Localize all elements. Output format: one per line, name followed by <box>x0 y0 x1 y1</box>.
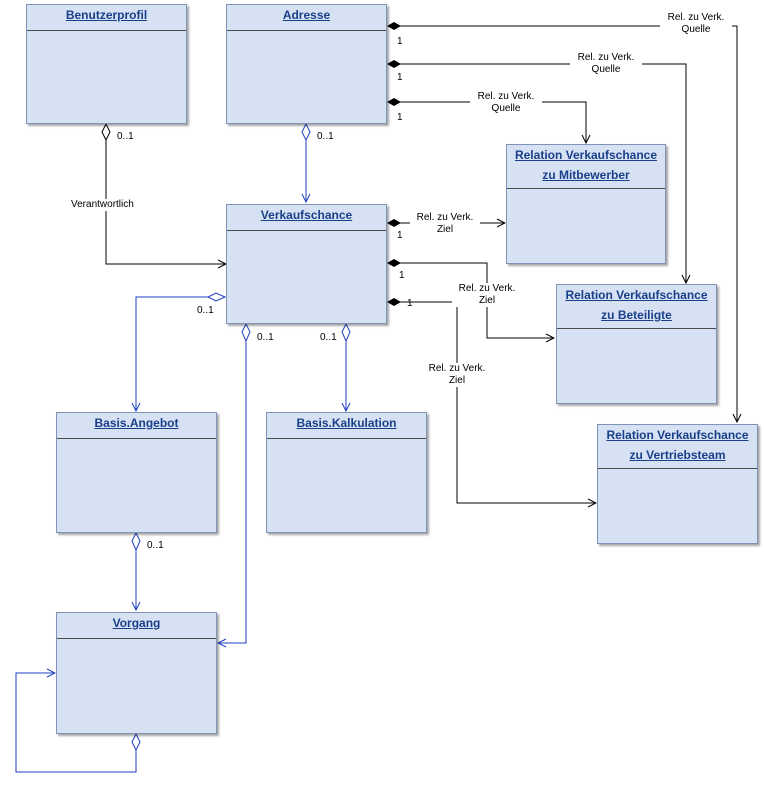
label-line: Ziel <box>478 295 496 306</box>
class-benutzerprofil[interactable]: Benutzerprofil <box>26 4 187 124</box>
class-title-line1: Relation Verkaufschance <box>606 428 749 442</box>
class-title: Basis.Kalkulation <box>296 416 397 430</box>
class-title-line1: Relation Verkaufschance <box>514 148 658 162</box>
multiplicity-zero-one: 0..1 <box>117 131 134 142</box>
class-header: Relation Verkaufschance zu Vertriebsteam <box>598 425 757 469</box>
connector-verkaufschance-vorgang <box>218 322 251 643</box>
aggregation-diamond-icon <box>131 531 141 552</box>
multiplicity-one: 1 <box>397 112 403 123</box>
connector-vorgang-self <box>15 673 141 773</box>
class-header: Relation Verkaufschance zu Beteiligte <box>557 285 716 329</box>
composition-diamond-icon <box>387 98 401 106</box>
label-quelle-beteiligte: Rel. zu Verk. Quelle <box>570 52 642 76</box>
connector-adresse-verkaufschance <box>301 122 311 202</box>
multiplicity-zero-one: 0..1 <box>197 305 214 316</box>
aggregation-diamond-icon <box>301 122 311 142</box>
label-line: Quelle <box>681 24 711 35</box>
class-header: Vorgang <box>57 613 216 639</box>
class-header: Adresse <box>227 5 386 31</box>
multiplicity-zero-one: 0..1 <box>257 332 274 343</box>
aggregation-diamond-icon <box>241 322 251 343</box>
composition-diamond-icon <box>387 259 401 267</box>
multiplicity-one: 1 <box>397 72 403 83</box>
multiplicity-one: 1 <box>397 230 403 241</box>
multiplicity-zero-one: 0..1 <box>317 131 334 142</box>
label-ziel-beteiligte: Rel. zu Verk. Ziel <box>452 283 522 307</box>
class-basis-kalkulation[interactable]: Basis.Kalkulation <box>266 412 427 533</box>
class-title-line2: zu Mitbewerber <box>542 168 630 182</box>
class-vorgang[interactable]: Vorgang <box>56 612 217 734</box>
aggregation-diamond-icon <box>206 292 227 302</box>
connector-verkaufschance-vertriebsteam <box>387 298 596 503</box>
class-title: Benutzerprofil <box>65 8 148 22</box>
class-header: Verkaufschance <box>227 205 386 231</box>
label-quelle-vertriebsteam: Rel. zu Verk. Quelle <box>660 12 732 36</box>
class-basis-angebot[interactable]: Basis.Angebot <box>56 412 217 533</box>
label-line: Quelle <box>591 64 621 75</box>
multiplicity-one: 1 <box>397 36 403 47</box>
label-line: Rel. zu Verk. <box>428 363 486 374</box>
connector-verkaufschance-kalkulation <box>341 322 351 411</box>
label-line: Ziel <box>448 375 466 386</box>
class-header: Benutzerprofil <box>27 5 186 31</box>
label-ziel-mitbewerber: Rel. zu Verk. Ziel <box>410 212 480 236</box>
class-relation-mitbewerber[interactable]: Relation Verkaufschance zu Mitbewerber <box>506 144 666 264</box>
connector-verkaufschance-angebot <box>136 292 227 411</box>
class-title: Adresse <box>282 8 331 22</box>
label-line: Rel. zu Verk. <box>577 52 635 63</box>
class-title: Basis.Angebot <box>94 416 179 430</box>
class-header: Relation Verkaufschance zu Mitbewerber <box>507 145 665 189</box>
class-relation-beteiligte[interactable]: Relation Verkaufschance zu Beteiligte <box>556 284 717 404</box>
composition-diamond-icon <box>387 298 401 306</box>
label-quelle-mitbewerber: Rel. zu Verk. Quelle <box>470 91 542 115</box>
label-line: Quelle <box>491 103 521 114</box>
class-title-line2: zu Beteiligte <box>601 308 672 322</box>
connector-angebot-vorgang <box>131 531 141 610</box>
class-title-line1: Relation Verkaufschance <box>565 288 708 302</box>
multiplicity-one: 1 <box>399 270 405 281</box>
class-verkaufschance[interactable]: Verkaufschance <box>226 204 387 324</box>
class-relation-vertriebsteam[interactable]: Relation Verkaufschance zu Vertriebsteam <box>597 424 758 544</box>
label-ziel-vertriebsteam: Rel. zu Verk. Ziel <box>422 363 492 387</box>
label-line: Rel. zu Verk. <box>458 283 516 294</box>
aggregation-diamond-icon <box>341 322 351 343</box>
composition-diamond-icon <box>387 22 401 30</box>
multiplicity-one: 1 <box>407 298 413 309</box>
connector-benutzerprofil-verkaufschance <box>101 122 226 264</box>
composition-diamond-icon <box>387 219 401 227</box>
connector-adresse-vertriebsteam <box>387 22 737 422</box>
class-title: Vorgang <box>112 616 161 630</box>
class-header: Basis.Kalkulation <box>267 413 426 439</box>
multiplicity-zero-one: 0..1 <box>320 332 337 343</box>
aggregation-diamond-icon <box>131 732 141 752</box>
class-title-line2: zu Vertriebsteam <box>629 448 726 462</box>
multiplicity-zero-one: 0..1 <box>147 540 164 551</box>
connector-adresse-mitbewerber <box>387 98 586 143</box>
class-title: Verkaufschance <box>260 208 353 222</box>
connector-adresse-beteiligte <box>387 60 686 283</box>
composition-diamond-icon <box>387 60 401 68</box>
aggregation-diamond-icon <box>101 122 111 142</box>
label-line: Ziel <box>436 224 454 235</box>
class-adresse[interactable]: Adresse <box>226 4 387 124</box>
label-verantwortlich: Verantwortlich <box>71 199 134 211</box>
class-header: Basis.Angebot <box>57 413 216 439</box>
label-line: Rel. zu Verk. <box>416 212 474 223</box>
label-line: Rel. zu Verk. <box>477 91 535 102</box>
label-line: Rel. zu Verk. <box>667 12 725 23</box>
